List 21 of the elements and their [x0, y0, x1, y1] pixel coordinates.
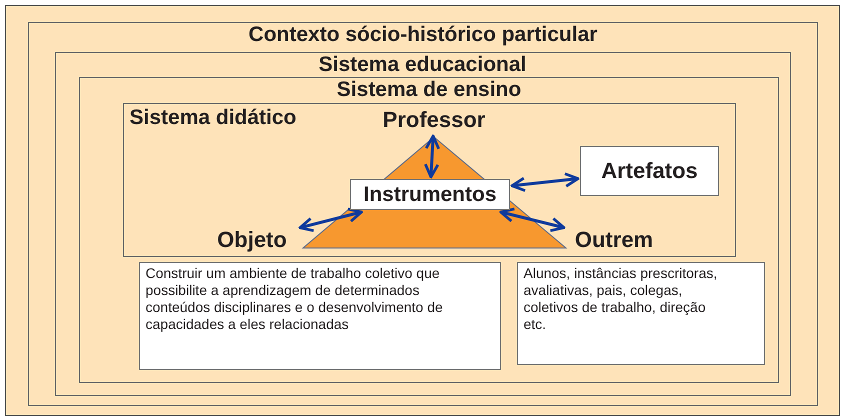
description-text: Alunos, instâncias prescritoras, avaliativas, pais, colegas, coletivos de trabalho, direção etc.: [524, 264, 718, 332]
system-frame: [28, 22, 818, 406]
double-arrow: [424, 134, 440, 178]
description-box: [138, 262, 500, 370]
description-text: Construir um ambiente de trabalho coletivo que possibilite a aprendizagem de determinados conteúdos disciplinares e o desenvolvimento de capacidades a eles relacionadas: [146, 264, 444, 332]
frame-title: Sistema didático: [130, 106, 296, 130]
frame-title: Sistema de ensino: [336, 78, 522, 102]
double-arrow: [298, 208, 363, 232]
node-label: Objeto: [206, 225, 298, 255]
system-frame: [79, 77, 779, 383]
description-box: [516, 262, 764, 364]
node-label: Professor: [378, 106, 490, 134]
frame-title: Sistema educacional: [318, 52, 528, 76]
instrument-box: Instrumentos: [350, 179, 510, 210]
system-frame: [54, 52, 790, 396]
double-arrow: [510, 172, 580, 192]
system-frame: [122, 102, 736, 256]
artifact-box: Artefatos: [580, 146, 719, 196]
node-label: Outrem: [566, 225, 662, 255]
frame-title: Contexto sócio-histórico particular: [248, 23, 598, 47]
double-arrow: [499, 208, 566, 232]
